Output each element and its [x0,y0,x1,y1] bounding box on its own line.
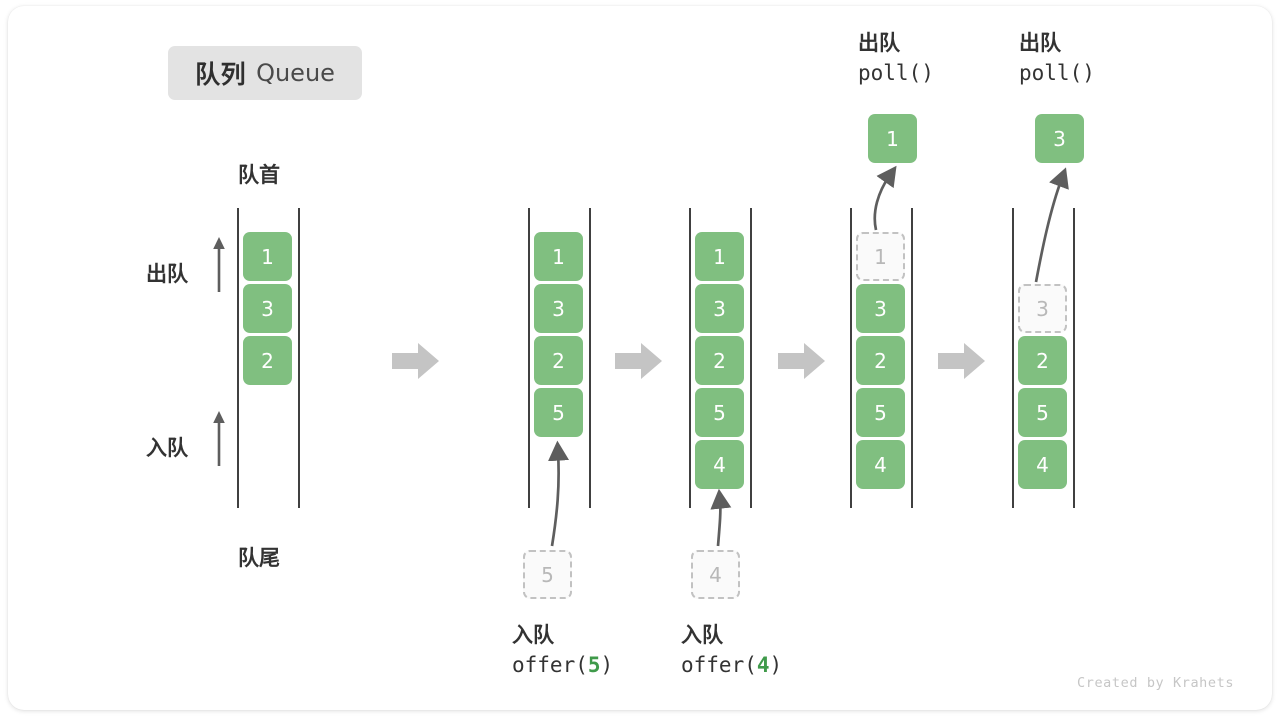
queue-cell: 2 [1018,336,1067,385]
queue-cell: 5 [534,388,583,437]
queue-cell: 2 [695,336,744,385]
enqueue-arrow-4 [710,488,732,547]
popped-element: 1 [868,114,917,163]
side-enqueue-label: 入队 [146,437,188,460]
popped-element: 3 [1035,114,1084,163]
operation-caption-poll3: 出队 poll() [1019,30,1095,88]
step-arrow-icon [938,343,985,379]
queue-head-label: 队首 [238,164,280,187]
queue-cell: 5 [695,388,744,437]
queue-cell: 1 [534,232,583,281]
enqueue-direction-arrow [213,411,225,466]
queue-rail-right-col2 [589,208,591,508]
queue-cell-removed: 3 [1018,284,1067,333]
queue-cell: 2 [243,336,292,385]
operation-code: offer(4) [681,652,783,677]
dequeue-arrow-3 [1034,167,1069,283]
queue-rail-left-col3 [689,208,691,508]
watermark: Created by Krahets [1077,675,1235,691]
incoming-element-ghost: 5 [523,550,572,599]
queue-rail-left-col5 [1012,208,1014,508]
queue-cell: 3 [243,284,292,333]
queue-cell: 2 [534,336,583,385]
side-dequeue-label: 出队 [146,263,188,286]
incoming-element-ghost: 4 [691,550,740,599]
queue-cell: 3 [856,284,905,333]
queue-cell-removed: 1 [856,232,905,281]
dequeue-arrow-1 [873,165,897,231]
queue-rail-left-col4 [850,208,852,508]
operation-code-value: 4 [756,652,770,677]
queue-rail-right-col1 [298,208,300,508]
title-english: Queue [256,59,335,87]
queue-cell: 1 [243,232,292,281]
queue-rail-right-col3 [750,208,752,508]
queue-tail-label: 队尾 [238,547,280,570]
operation-caption-offer5: 入队 offer(5) [512,622,613,680]
title-chinese: 队列 [195,61,247,89]
enqueue-arrow-5 [547,440,570,547]
queue-cell: 3 [695,284,744,333]
operation-caption-poll1: 出队 poll() [858,30,934,88]
queue-cell: 2 [856,336,905,385]
queue-cell: 1 [695,232,744,281]
queue-cell: 3 [534,284,583,333]
queue-cell: 5 [1018,388,1067,437]
queue-cell: 5 [856,388,905,437]
operation-code: poll() [1019,60,1095,85]
operation-label: 出队 [1019,32,1061,55]
queue-rail-left-col1 [237,208,239,508]
queue-cell: 4 [1018,440,1067,489]
title-badge: 队列 Queue [168,46,362,100]
operation-code-value: 5 [587,652,601,677]
step-arrow-icon [392,343,439,379]
step-arrow-icon [778,343,825,379]
operation-label: 入队 [681,624,723,647]
queue-cell: 4 [695,440,744,489]
queue-rail-right-col5 [1073,208,1075,508]
queue-rail-right-col4 [911,208,913,508]
queue-rail-left-col2 [528,208,530,508]
operation-code: poll() [858,60,934,85]
step-arrow-icon [615,343,662,379]
dequeue-direction-arrow [213,237,225,292]
operation-code: offer(5) [512,652,614,677]
operation-label: 出队 [858,32,900,55]
operation-label: 入队 [512,624,554,647]
queue-cell: 4 [856,440,905,489]
operation-caption-offer4: 入队 offer(4) [681,622,782,680]
